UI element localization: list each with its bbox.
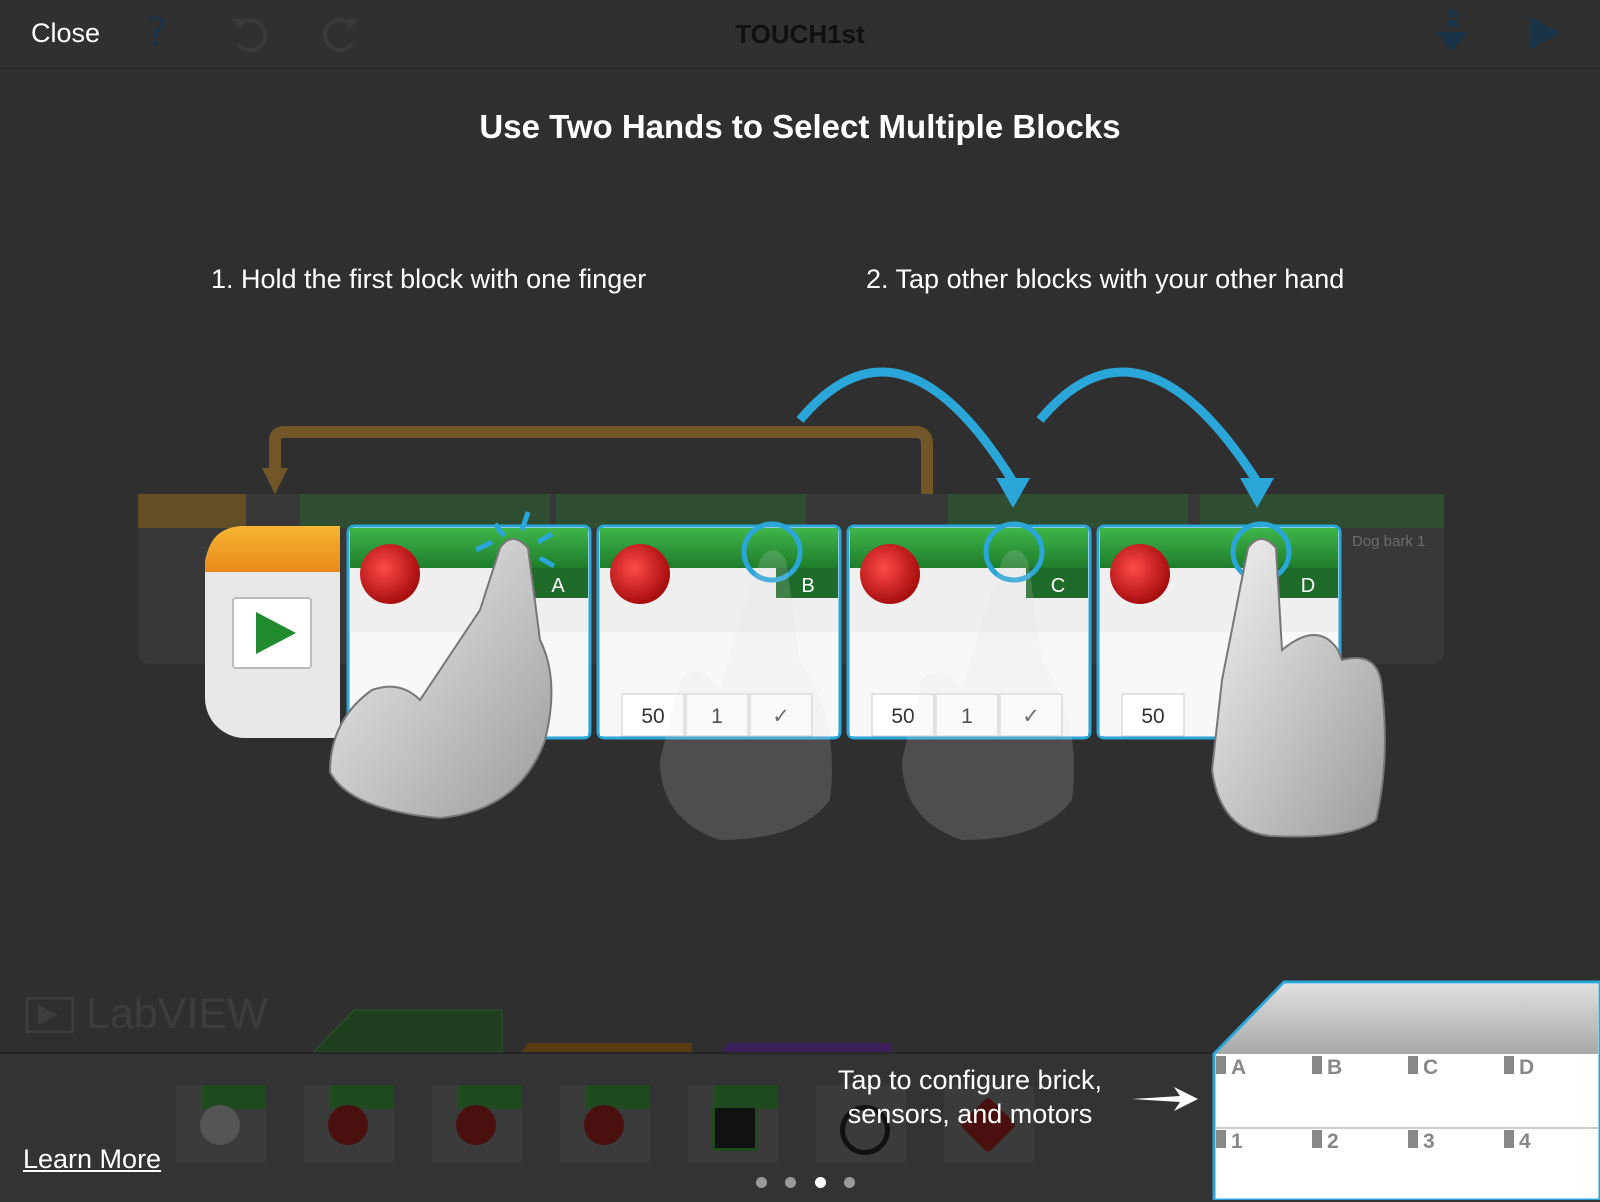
tap-hint-text: Tap to configure brick, sensors, and mot…: [837, 1065, 1103, 1129]
page-dot[interactable]: [844, 1177, 856, 1188]
tutorial-heading: Use Two Hands to Select Multiple Blocks: [479, 108, 1121, 145]
background-block-label: Dog bark 1: [1352, 533, 1425, 550]
palette-brick-light[interactable]: [944, 1085, 1034, 1163]
labview-wordmark: LabVIEW: [85, 990, 268, 1039]
page-dot-active[interactable]: [814, 1177, 826, 1188]
port-4-label: 4: [1519, 1130, 1531, 1153]
labview-logo: LabVIEW: [25, 988, 268, 1039]
faded-hands: [660, 550, 1074, 840]
tapping-hand: [1210, 538, 1386, 838]
svg-text:A: A: [551, 575, 565, 597]
palette-medium-motor[interactable]: [176, 1085, 266, 1163]
tap-ring-b: [741, 521, 803, 583]
labview-icon: [25, 996, 75, 1034]
palette-display[interactable]: [688, 1085, 778, 1163]
svg-text:✓: ✓: [772, 704, 790, 728]
svg-text:D: D: [1301, 575, 1315, 597]
svg-text:✓: ✓: [1022, 704, 1040, 728]
top-toolbar: Close ? TOUCH1st: [0, 0, 1600, 69]
palette-large-motor[interactable]: [304, 1085, 394, 1163]
question-icon[interactable]: ?: [146, 10, 168, 56]
tap-arrows: [796, 367, 1260, 483]
step-2-text: 2. Tap other blocks with your other hand: [866, 264, 1345, 294]
port-3-label: 3: [1423, 1130, 1435, 1153]
svg-text:1: 1: [961, 705, 973, 728]
close-button[interactable]: Close: [31, 18, 101, 48]
holding-hand: [328, 511, 556, 820]
svg-text:50: 50: [1141, 705, 1164, 728]
download-icon[interactable]: [1434, 8, 1470, 56]
tutorial-illustration: Dog bark 1 A B 50 1 ✓ C: [138, 367, 1444, 840]
arrow-head-d: [1240, 478, 1274, 508]
port-1-label: 1: [1231, 1130, 1243, 1153]
palette-move-steering[interactable]: [432, 1085, 522, 1163]
svg-text:B: B: [801, 575, 814, 597]
motor-block-c: C 50 1 ✓: [846, 524, 1092, 740]
palette-sound[interactable]: [816, 1085, 906, 1163]
redo-icon[interactable]: [318, 14, 362, 54]
hint-arrow-icon: [1132, 1087, 1198, 1111]
palette-tab-action[interactable]: [312, 1008, 512, 1052]
page-dot[interactable]: [785, 1177, 797, 1188]
undo-icon[interactable]: [228, 14, 272, 54]
port-2-label: 2: [1327, 1130, 1339, 1153]
hardware-panel-frame: [1212, 980, 1600, 1200]
page-indicator[interactable]: [756, 1175, 869, 1193]
svg-text:50: 50: [641, 705, 664, 728]
port-d-label: D: [1519, 1056, 1535, 1079]
port-b-label: B: [1327, 1056, 1343, 1079]
port-a-label: A: [1231, 1056, 1247, 1079]
palette-move-tank[interactable]: [560, 1085, 650, 1163]
arrow-head-c: [996, 478, 1030, 508]
hardware-page[interactable]: A B C D 1 2 3 4: [1212, 980, 1600, 1200]
svg-text:50: 50: [891, 705, 914, 728]
port-c-label: C: [1423, 1056, 1439, 1079]
svg-text:C: C: [1051, 575, 1065, 597]
learn-more-link[interactable]: Learn More: [23, 1144, 162, 1174]
step-1-text: 1. Hold the first block with one finger: [211, 264, 647, 294]
svg-text:1: 1: [711, 705, 723, 728]
run-icon[interactable]: [1527, 14, 1563, 52]
tap-ring-c: [983, 521, 1045, 583]
page-dot[interactable]: [756, 1177, 767, 1188]
program-title: TOUCH1st: [735, 19, 865, 49]
start-block: [205, 526, 340, 738]
